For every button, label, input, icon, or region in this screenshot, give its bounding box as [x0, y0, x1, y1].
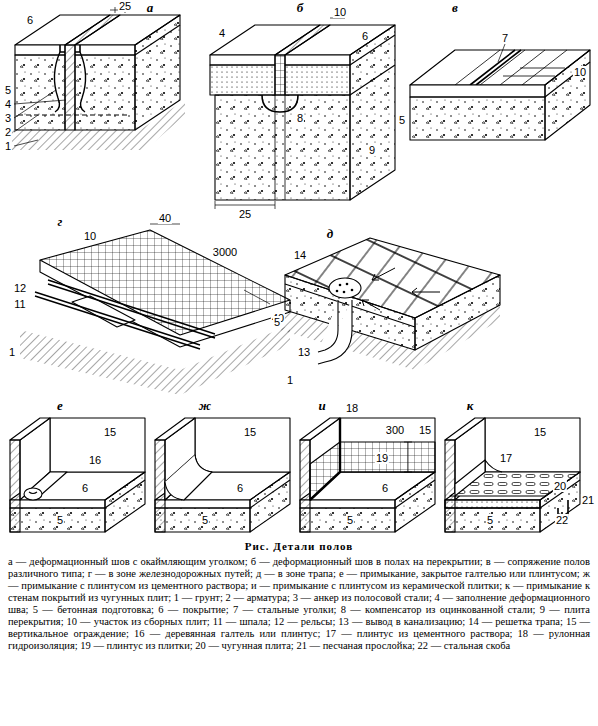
callout-number: 25	[118, 0, 132, 12]
callout-number: 25	[238, 208, 252, 220]
callout-number: 5	[398, 114, 406, 126]
panel-letter: ж	[198, 398, 212, 414]
panel-letter: д	[326, 226, 334, 242]
callout-number: 5	[4, 84, 12, 96]
callout-number: 15	[418, 424, 432, 436]
callout-number: 6	[26, 14, 34, 26]
callout-number: 18	[345, 402, 359, 414]
callout-number: 5	[273, 316, 281, 328]
junction-cement-plinth	[155, 418, 290, 532]
callout-number: 6	[381, 482, 389, 494]
floor-drain	[280, 238, 500, 370]
callout-number: 22	[555, 514, 569, 526]
callout-number: 10	[83, 230, 97, 242]
callout-number: 10	[333, 6, 347, 18]
callout-number: 11	[13, 298, 26, 310]
panel-letter: и	[317, 398, 326, 414]
callout-number: 6	[236, 482, 244, 494]
panel-letter: к	[466, 398, 475, 414]
panel-letter: в	[451, 0, 459, 16]
callout-number: 5	[201, 514, 209, 526]
junction-fillet	[10, 418, 145, 532]
panel-letter: а	[146, 0, 155, 16]
panel-letter: г	[57, 214, 64, 230]
callout-number: 7	[501, 32, 509, 44]
figure-caption: а — деформационный шов с окаймляющим уго…	[8, 556, 590, 652]
callout-number: 6	[361, 30, 369, 42]
expansion-joint-angle	[10, 7, 185, 150]
callout-number: 10	[573, 66, 587, 78]
callout-number: 15	[533, 426, 547, 438]
callout-number: 2	[4, 126, 12, 138]
callout-number: 1	[286, 374, 294, 386]
figure-title: Рис. Детали полов	[0, 540, 598, 552]
railway-floor	[20, 224, 290, 395]
callout-number: 12	[13, 282, 27, 294]
callout-number: 6	[81, 482, 89, 494]
callout-number: 19	[375, 452, 389, 464]
callout-number: 15	[103, 426, 117, 438]
callout-number: 17	[499, 452, 513, 464]
callout-number: 14	[293, 249, 307, 261]
callout-number: 40	[158, 212, 172, 224]
callout-number: 20	[553, 480, 567, 492]
callout-number: 3000	[212, 246, 238, 258]
panel-letter: е	[56, 398, 64, 414]
callout-number: 8	[296, 112, 304, 124]
callout-number: 9	[368, 144, 376, 156]
callout-number: 4	[218, 27, 226, 39]
callout-number: 1	[4, 140, 12, 152]
floor-junction	[410, 44, 590, 140]
callout-number: 1	[8, 346, 16, 358]
callout-number: 5	[56, 514, 64, 526]
callout-number: 15	[243, 426, 257, 438]
callout-number: 3	[4, 112, 12, 124]
callout-number: 4	[4, 98, 12, 110]
callout-number: 5	[486, 514, 494, 526]
expansion-joint-slab	[210, 18, 395, 209]
callout-number: 16	[88, 454, 102, 466]
callout-number: 300	[385, 424, 405, 436]
junction-tile-plinth	[300, 418, 435, 532]
callout-number: 13	[297, 346, 311, 358]
junction-cast-iron-plates	[445, 418, 580, 532]
panel-letter: б	[296, 0, 305, 16]
callout-number: 21	[581, 494, 595, 506]
callout-number: 5	[346, 514, 354, 526]
